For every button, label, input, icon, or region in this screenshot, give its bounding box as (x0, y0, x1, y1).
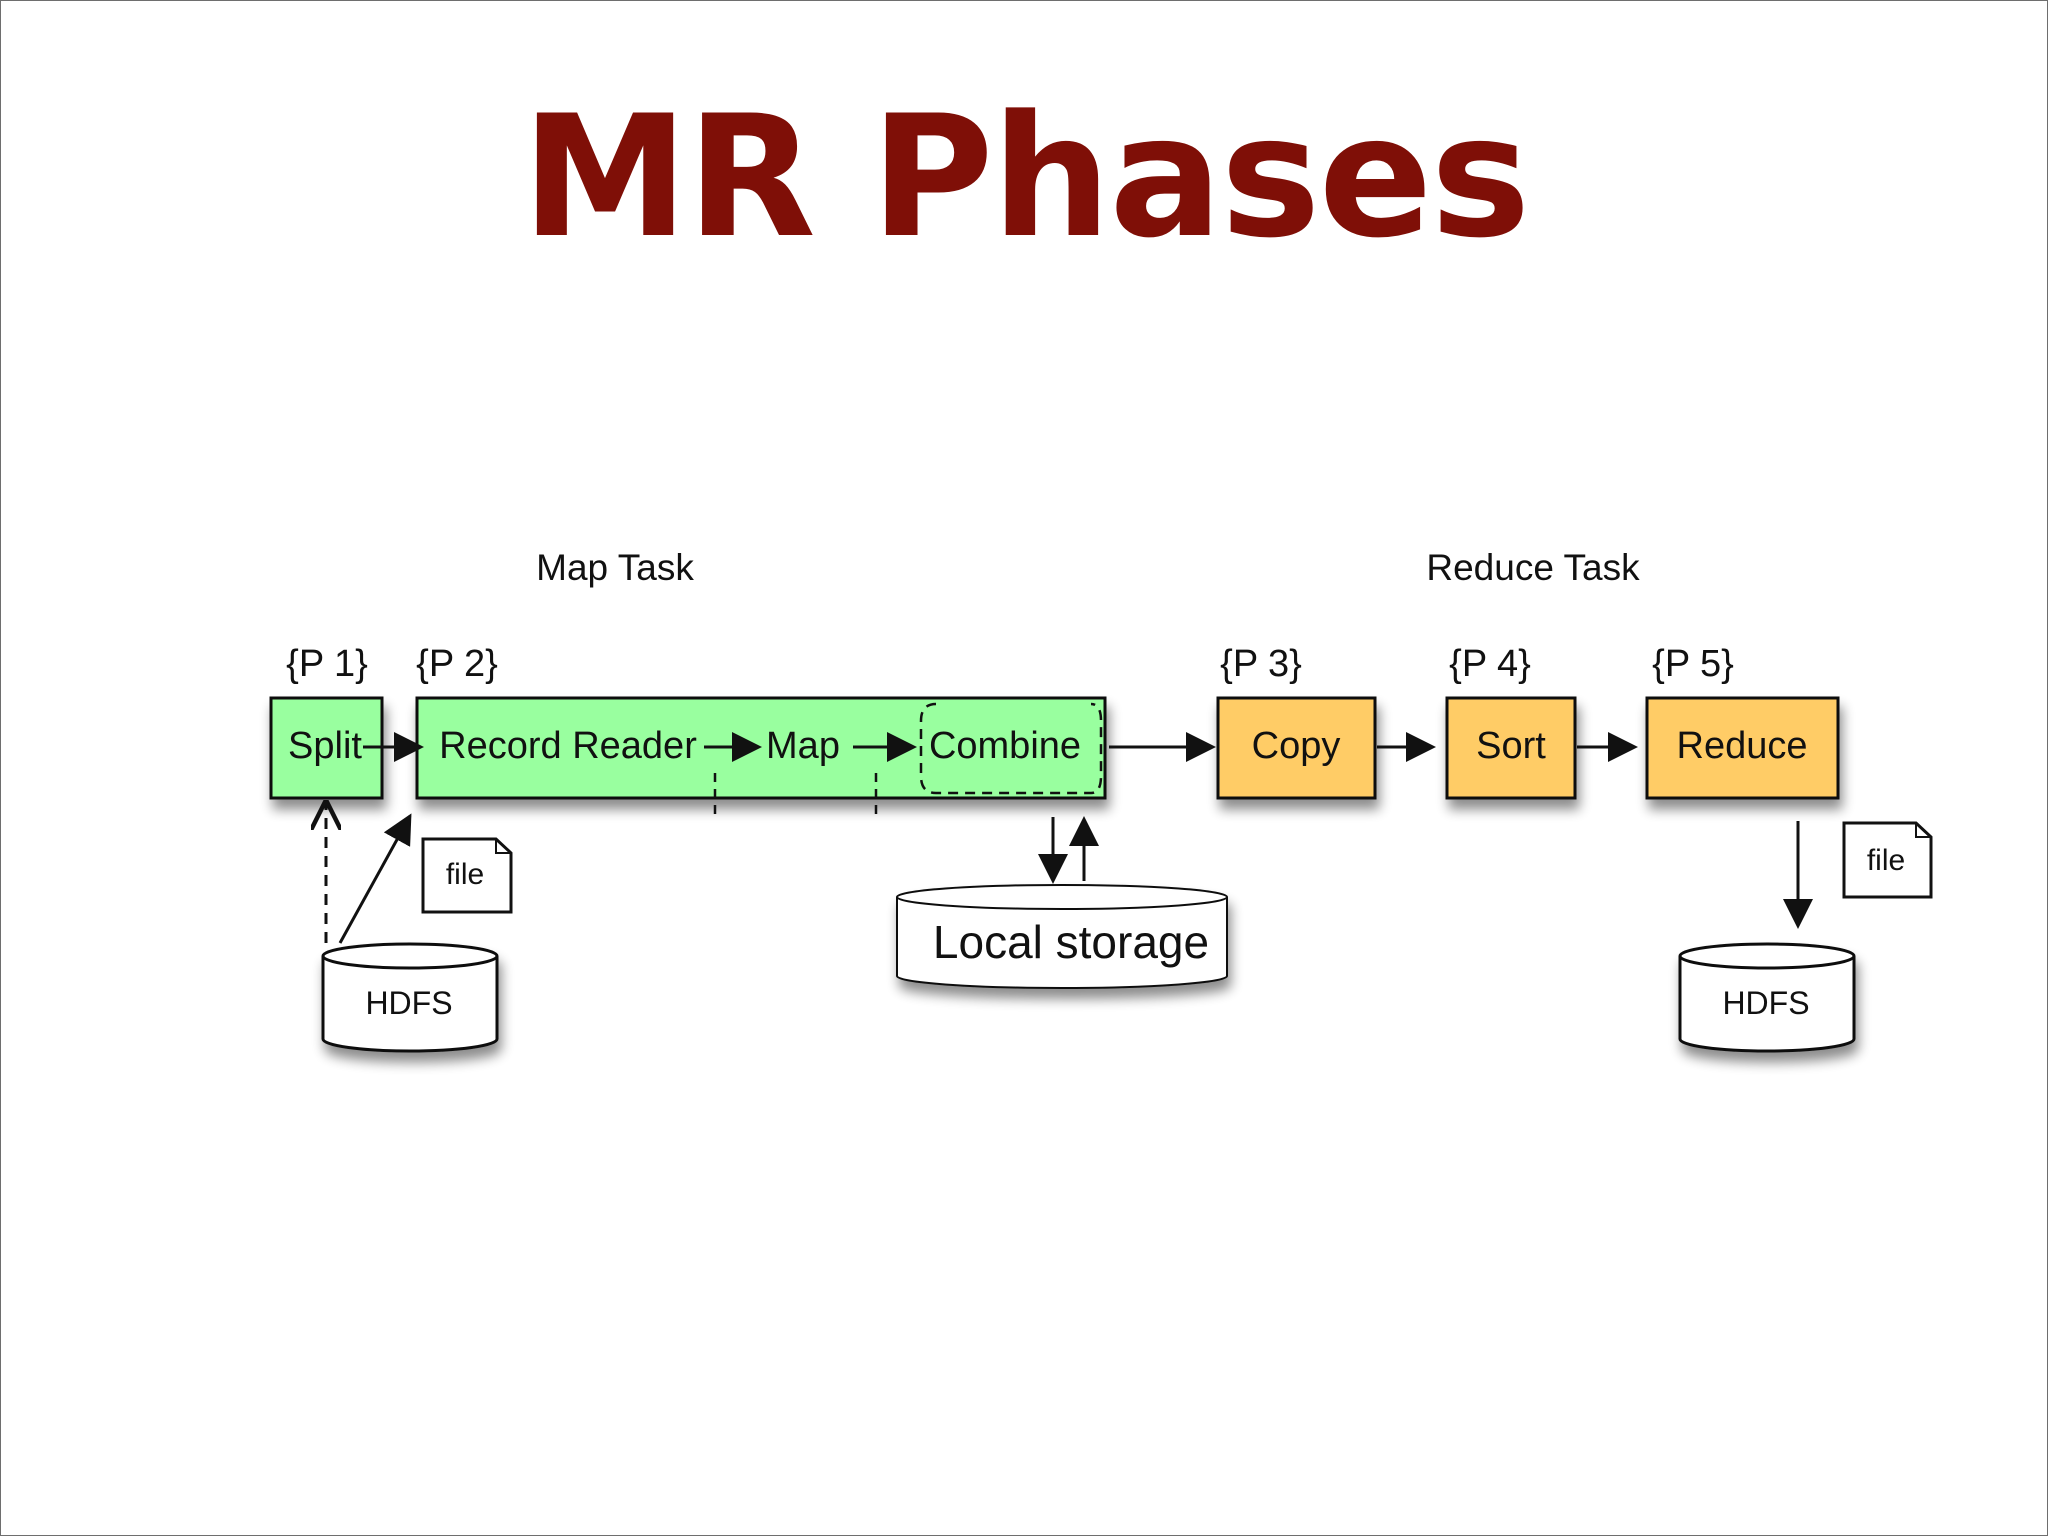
hdfs-input-label: HDFS (365, 985, 452, 1021)
combine-label: Combine (929, 725, 1081, 767)
slide-title: MR Phases (521, 79, 1530, 275)
input-file-icon (421, 837, 513, 914)
reduce-task-label: Reduce Task (1426, 547, 1640, 588)
local-storage-cylinder (896, 884, 1228, 989)
sort-box (1445, 696, 1577, 800)
phase-tag-p1: {P 1} (286, 643, 368, 685)
map-task-label: Map Task (536, 547, 694, 588)
copy-label: Copy (1252, 725, 1341, 767)
local-storage-label: Local storage (933, 916, 1209, 968)
phase-tag-p5: {P 5} (1652, 643, 1734, 685)
combine-dashed-region (919, 702, 1103, 795)
map-label: Map (766, 725, 840, 767)
hdfs-output-cylinder (1678, 942, 1856, 1053)
record-reader-label: Record Reader (439, 725, 697, 767)
input-file-label: file (446, 858, 484, 891)
phase-tag-p4: {P 4} (1449, 643, 1531, 685)
split-label: Split (288, 725, 362, 767)
copy-box (1216, 696, 1377, 800)
phase-tag-p2: {P 2} (416, 643, 498, 685)
output-file-icon (1842, 821, 1933, 899)
arrow-hdfs-to-record-reader (338, 813, 412, 944)
reduce-label: Reduce (1677, 725, 1808, 767)
output-file-label: file (1867, 844, 1905, 877)
sort-label: Sort (1476, 725, 1546, 767)
phase-tag-p3: {P 3} (1220, 643, 1302, 685)
reduce-box (1645, 696, 1840, 800)
hdfs-output-label: HDFS (1722, 985, 1809, 1021)
hdfs-input-cylinder (321, 942, 499, 1053)
